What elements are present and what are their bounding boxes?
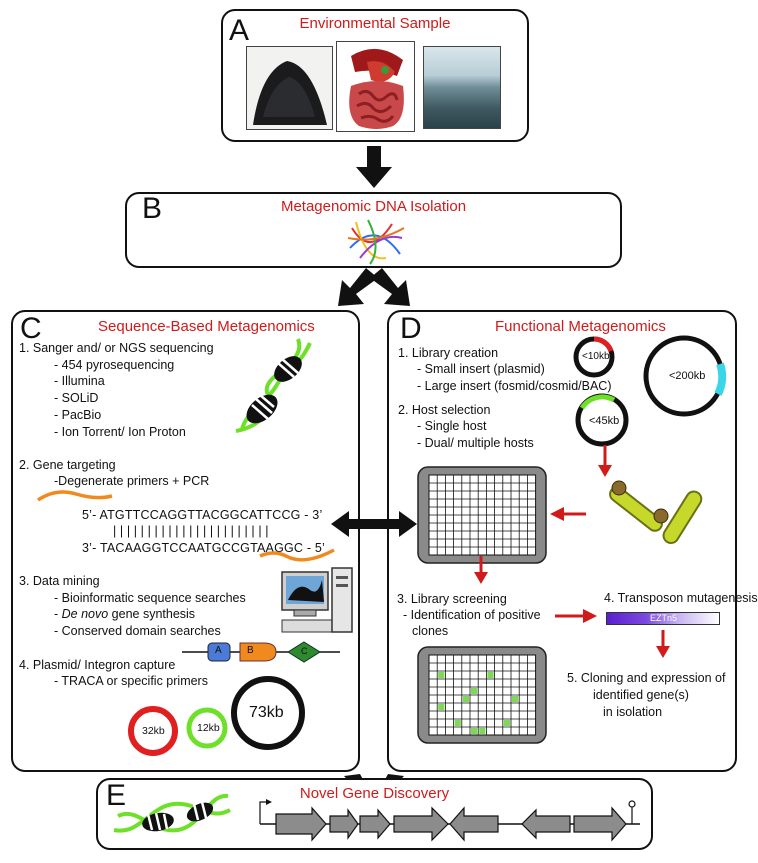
plasmid-32kb-label: 32kb	[142, 725, 165, 737]
c-step1-item-solid: - SOLiD	[54, 391, 99, 405]
domain-a-label: A	[215, 645, 222, 656]
d-step1-heading: 1. Library creation	[398, 346, 499, 360]
plasmid-12kb-label: 12kb	[197, 722, 220, 734]
arrow-host-to-plate	[550, 507, 586, 521]
arrow-plate-to-screening	[474, 556, 488, 584]
vector-circles	[573, 335, 727, 447]
c-seq-bottom: 3’- TACAAGGTCCAATGCCGTAAGGC - 5’	[82, 541, 325, 555]
vector-10kb-label: <10kb	[582, 351, 610, 362]
c-step3-item1: - Bioinformatic sequence searches	[54, 591, 246, 605]
arrow-screening-to-transposon	[555, 609, 597, 623]
soil-photo	[246, 46, 333, 130]
c-step1-item-illumina: - Illumina	[54, 374, 105, 388]
double-arrow-c-d	[331, 511, 417, 537]
primer-forward-icon	[37, 490, 113, 502]
c-seq-pipes: | | | | | | | | | | | | | | | | | | | | …	[113, 524, 269, 538]
c-step4-heading: 4. Plasmid/ Integron capture	[19, 658, 176, 672]
d-step3-item-line2: clones	[412, 624, 449, 638]
dna-helix-c-icon	[235, 338, 312, 433]
c-step4-item: - TRACA or specific primers	[54, 674, 208, 688]
panel-e-letter: E	[106, 779, 127, 812]
panel-e-title: Novel Gene Discovery	[299, 785, 450, 802]
host-bacteria-icon	[609, 480, 703, 544]
d-step2-heading: 2. Host selection	[398, 403, 491, 417]
d-step2-item-single: - Single host	[417, 419, 487, 433]
d-step4-heading: 4. Transposon mutagenesis	[604, 591, 758, 605]
d-step5-line3: in isolation	[603, 705, 663, 719]
transposon-bar	[606, 612, 720, 625]
panel-a-letter: A	[229, 14, 250, 47]
panel-c-letter: C	[20, 312, 42, 345]
panel-d-letter: D	[400, 312, 422, 345]
d-step5-line2: identified gene(s)	[593, 688, 689, 702]
d-step3-heading: 3. Library screening	[397, 592, 507, 606]
c-step3-item3: - Conserved domain searches	[54, 624, 221, 638]
transposon-label: EZTn5	[650, 613, 678, 623]
dna-helix-e-icon	[113, 794, 231, 833]
domain-b-label: B	[247, 645, 254, 656]
arrow-vectors-to-host	[598, 445, 612, 477]
vector-45kb-label: <45kb	[589, 415, 620, 427]
d-step1-item-large: - Large insert (fosmid/cosmid/BAC)	[417, 379, 612, 393]
panel-a-title: Environmental Sample	[299, 15, 451, 32]
c-step2-heading: 2. Gene targeting	[19, 458, 116, 472]
gut-organs-illustration	[336, 41, 415, 132]
c-seq-top: 5’- ATGTTCCAGGTTACGGCATTCCG - 3’	[82, 508, 323, 522]
c-step3-item2: - De novo gene synthesis	[54, 607, 196, 621]
panel-b-letter: B	[142, 192, 163, 225]
panel-b-title: Metagenomic DNA Isolation	[280, 198, 467, 215]
c-step2-item: -Degenerate primers + PCR	[54, 474, 210, 488]
c-step1-heading: 1. Sanger and/ or NGS sequencing	[19, 341, 214, 355]
arrow-transposon-to-cloning	[656, 630, 670, 658]
gene-operon-diagram	[259, 799, 640, 842]
dna-tangle-icon	[347, 219, 405, 265]
d-step1-item-small: - Small insert (plasmid)	[417, 362, 545, 376]
domain-architecture-icon	[182, 641, 340, 663]
panel-d-title: Functional Metagenomics	[495, 318, 666, 335]
ocean-photo	[423, 46, 501, 129]
d-step5-line1: 5. Cloning and expression of	[567, 671, 726, 685]
d-step3-item-line1: - Identification of positive	[403, 608, 541, 622]
d-step2-item-dual: - Dual/ multiple hosts	[417, 436, 534, 450]
c-step1-item-iontorrent: - Ion Torrent/ Ion Proton	[54, 425, 186, 439]
vector-200kb-label: <200kb	[669, 370, 706, 382]
primer-reverse-icon	[259, 548, 335, 562]
computer-icon	[281, 567, 353, 633]
plasmid-73kb-label: 73kb	[249, 704, 284, 721]
c-step3-heading: 3. Data mining	[19, 574, 100, 588]
panel-c-box	[11, 310, 360, 772]
panel-c-title: Sequence-Based Metagenomics	[98, 318, 315, 335]
domain-c-label: C	[301, 646, 308, 656]
library-plate	[417, 466, 547, 564]
plasmid-rings	[128, 676, 305, 756]
c-step1-item-454: - 454 pyrosequencing	[54, 358, 175, 372]
screening-plate	[417, 646, 547, 744]
c-step1-item-pacbio: - PacBio	[54, 408, 102, 422]
